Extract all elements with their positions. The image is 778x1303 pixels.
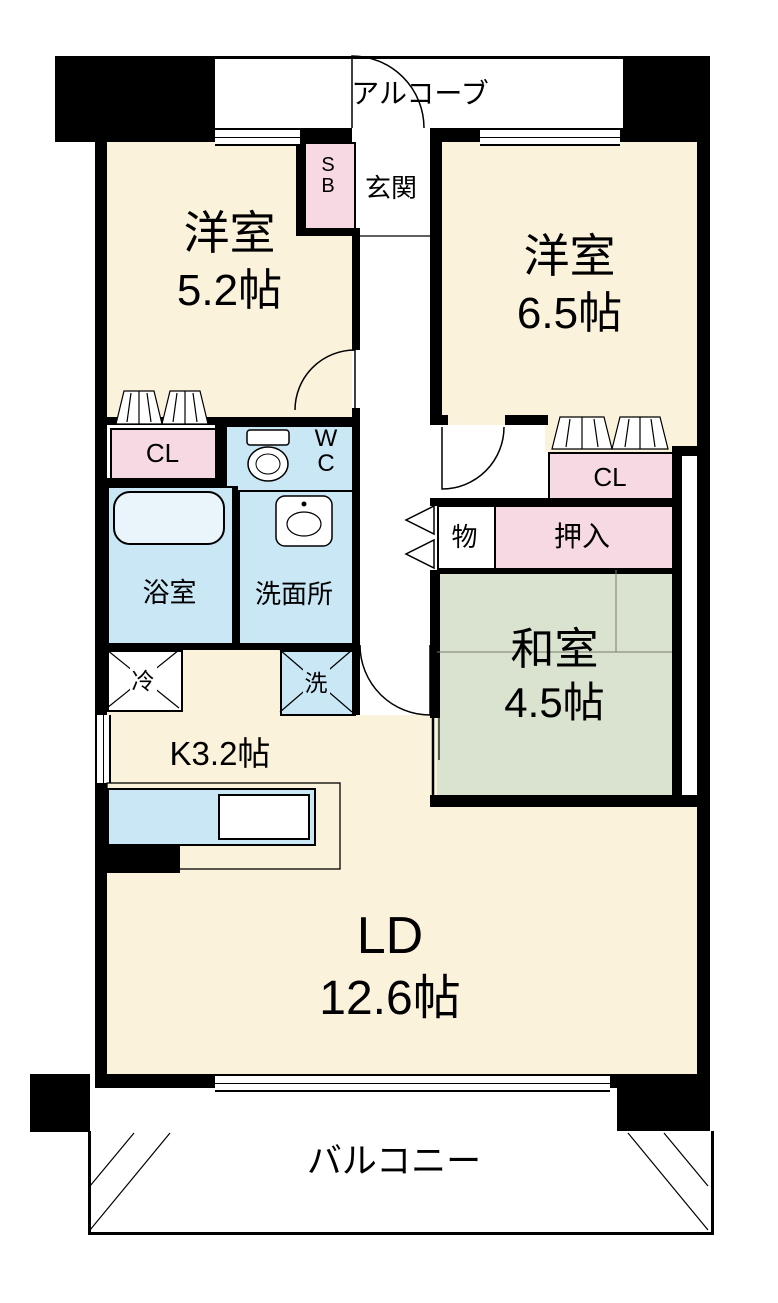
balcony-label: バルコニー	[306, 1142, 482, 1181]
entry-door-opening	[352, 128, 430, 142]
japanese-room-label: 和室 4.5帖	[437, 622, 672, 730]
window-western1	[215, 128, 300, 146]
wall-shoebox-left	[296, 142, 304, 230]
western-room-1-name: 洋室	[183, 207, 276, 259]
alcove-label: アルコーブ	[351, 78, 489, 109]
washroom-box	[238, 490, 354, 647]
pillar-bottom-left	[30, 1074, 90, 1132]
wall-outer-left	[95, 128, 107, 1088]
wall-western2-bottom-b	[505, 415, 548, 425]
wall-outer-right	[697, 128, 710, 1088]
wall-wetarea-bottom	[107, 643, 360, 650]
alcove-border-line	[215, 56, 623, 59]
wall-pipe-space-left	[672, 446, 682, 806]
wall-kitchen-stub	[107, 845, 180, 873]
western-room-2-floor	[442, 142, 697, 452]
wall-shoebox-bottom	[296, 228, 352, 236]
wall-bath-washroom-divider	[232, 486, 238, 643]
shoe-box	[304, 142, 356, 232]
futon-storage-folding-doors	[404, 504, 435, 570]
kitchen-label: K3.2帖	[169, 735, 271, 772]
pillar-top-left	[55, 56, 215, 132]
futon-storage-label: 物	[451, 522, 478, 552]
window-western2	[480, 128, 620, 146]
oshiire-label: 押入	[553, 521, 610, 552]
futon-storage-box	[437, 505, 496, 574]
japanese-room-name: 和室	[510, 625, 599, 674]
wall-genkan-right	[430, 128, 442, 425]
pillar-bottom-right	[617, 1074, 710, 1134]
wall-closet-wc-divider	[215, 417, 225, 486]
wall-japanese-bottom	[430, 795, 710, 807]
bathroom-box	[107, 486, 236, 647]
closet-right-label: CL	[593, 462, 627, 492]
wall-western1-bottom	[107, 417, 360, 425]
western-room-1-label: 洋室 5.2帖	[107, 205, 352, 318]
western-room-2-label: 洋室 6.5帖	[442, 228, 697, 341]
wall-closet-right-connector	[672, 446, 710, 456]
bathroom-label: 浴室	[142, 578, 197, 608]
living-door-arc	[359, 644, 431, 716]
wall-japanese-left	[430, 570, 440, 718]
living-dining-size: 12.6帖	[319, 972, 461, 1025]
japanese-room-size: 4.5帖	[504, 679, 605, 726]
window-kitchen	[95, 715, 111, 783]
washer-label-wrap: 洗	[280, 650, 352, 712]
closet-right-box	[548, 452, 676, 504]
hallway-floor	[442, 425, 545, 452]
wall-closet-left-bottom	[107, 478, 225, 486]
western-room-1-size: 5.2帖	[176, 265, 283, 315]
fridge-label-wrap: 冷	[107, 650, 179, 708]
wall-japanese-top	[437, 568, 680, 572]
wall-hall-left	[352, 417, 360, 715]
washer-label: 洗	[302, 664, 330, 698]
closet-left-label: CL	[145, 438, 180, 468]
western-room-2-size: 6.5帖	[516, 288, 623, 338]
living-dining-name: LD	[356, 907, 424, 965]
living-dining-label: LD 12.6帖	[195, 904, 585, 1029]
fridge-label: 冷	[129, 662, 157, 696]
kitchen-sink	[218, 794, 310, 840]
pillar-top-right	[623, 56, 710, 132]
wall-western2-bottom-a	[430, 415, 448, 425]
pipe-space-floor	[682, 715, 697, 797]
washroom-label: 洗面所	[254, 579, 333, 609]
window-living	[215, 1074, 610, 1092]
wall-western1-right-upper	[352, 228, 360, 350]
oshiire-box	[492, 505, 676, 574]
genkan-label: 玄関	[364, 173, 417, 203]
shoe-box-label: SB	[321, 154, 335, 197]
western-room-2-name: 洋室	[523, 230, 616, 282]
wall-western1-right-lower	[352, 408, 360, 425]
wc-label: WC	[314, 425, 338, 478]
wall-storage-row-top	[430, 498, 680, 506]
